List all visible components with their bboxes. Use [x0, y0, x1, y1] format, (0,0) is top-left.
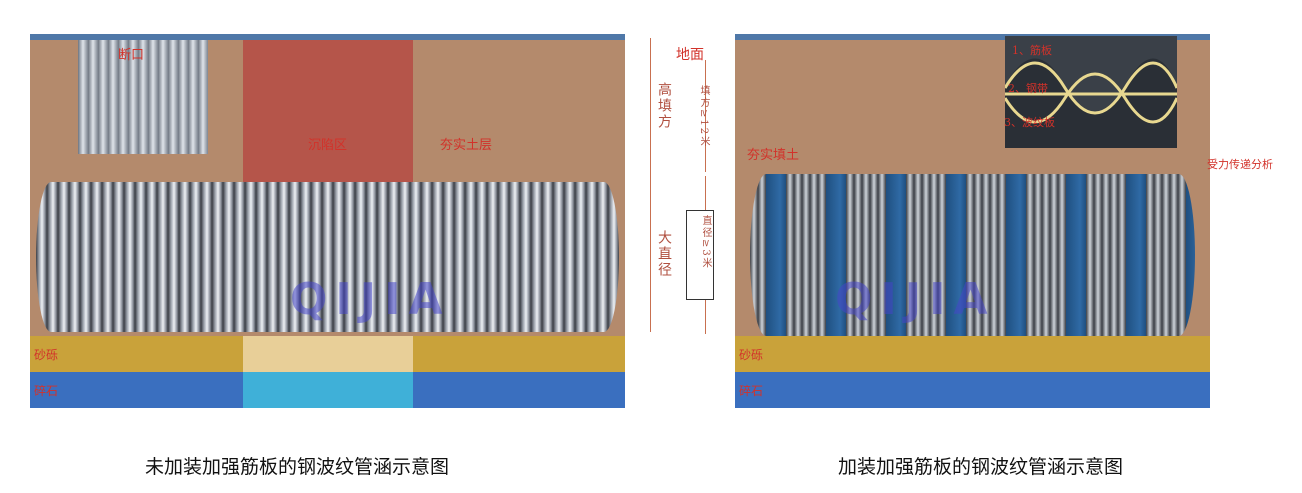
surface-line — [30, 34, 625, 40]
watermark-right: QIJIA — [835, 274, 996, 325]
force-analysis-inset — [1005, 36, 1177, 148]
gravel-label: 砂砾 — [34, 348, 59, 362]
surface-line — [735, 34, 1210, 40]
reinforced-pipe — [750, 174, 1195, 336]
collapse-label: 沉陷区 — [308, 138, 348, 153]
gravel-label: 砂砾 — [739, 348, 764, 362]
fill-dimension — [705, 60, 706, 172]
large-diameter-label: 大直径 — [656, 230, 672, 278]
stone-label: 碎石 — [739, 384, 764, 398]
high-fill-label: 高填方 — [656, 82, 672, 130]
diameter-label: 直径≥3米 — [686, 210, 714, 300]
inset-item-1: 1、筋板 — [1012, 44, 1052, 57]
inset-item-3: 3、波纹板 — [1004, 116, 1055, 129]
watermark: QIJIA — [290, 274, 451, 325]
corrugation-cross-section — [1005, 58, 1177, 148]
break-cutaway — [78, 40, 208, 154]
diameter-dimension — [650, 186, 651, 332]
inset-item-2: 2、钢带 — [1008, 82, 1048, 95]
fill-label: 填方≥12米 — [698, 85, 709, 149]
corrugated-pipe — [36, 182, 619, 332]
stone-center — [243, 372, 413, 408]
right-caption: 加装加强筋板的钢波纹管涵示意图 — [838, 456, 1124, 478]
high-fill-dimension — [650, 38, 651, 186]
collapse-zone — [243, 40, 413, 190]
left-diagram: 断口 沉陷区 夯实土层 QIJIA 砂砾 碎石 — [30, 34, 625, 409]
left-caption: 未加装加强筋板的钢波纹管涵示意图 — [145, 456, 450, 478]
break-label: 断口 — [118, 48, 145, 63]
compacted-fill-label: 夯实填土 — [747, 148, 800, 163]
inset-title: 受力传递分析 — [1207, 158, 1273, 171]
gravel-center — [243, 336, 413, 372]
compacted-soil-block — [413, 40, 625, 186]
compacted-label: 夯实土层 — [440, 138, 493, 153]
gravel-layer — [735, 336, 1210, 372]
stone-layer — [735, 372, 1210, 408]
stone-label: 碎石 — [34, 384, 59, 398]
ground-label: 地面 — [676, 47, 704, 63]
